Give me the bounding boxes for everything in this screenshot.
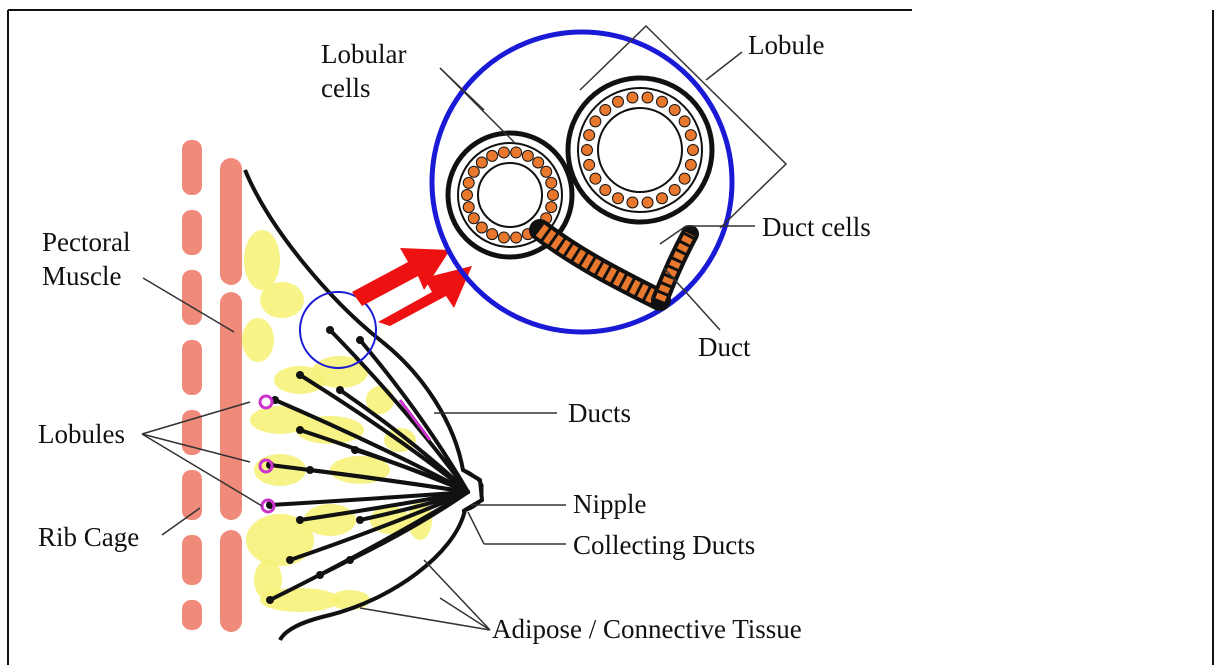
label-lobular-cells-line2: cells (321, 71, 370, 105)
duct-end (296, 426, 304, 434)
rib-segment (182, 140, 202, 195)
label-pectoral-muscle-line2: Muscle (42, 259, 121, 293)
lobular-cell (476, 222, 487, 233)
duct-end (326, 326, 334, 334)
duct-end (351, 446, 359, 454)
lobular-cell (600, 104, 611, 115)
label-pectoral-muscle-line1: Pectoral (42, 225, 130, 259)
lobular-cell (462, 190, 473, 201)
adipose-blob (246, 514, 314, 566)
lobular-cell (498, 147, 509, 158)
lobular-cell (463, 202, 474, 213)
lobular-cell (541, 166, 552, 177)
lobular-cell (679, 116, 690, 127)
rib-segment (182, 470, 202, 520)
rib-segment (182, 270, 202, 325)
lobular-cell (627, 197, 638, 208)
lobular-cell (685, 159, 696, 170)
lobular-cell (590, 173, 601, 184)
rib-segment (182, 210, 202, 255)
pectoral-muscle-shape (220, 158, 242, 632)
label-duct-cells: Duct cells (762, 210, 871, 244)
label-ducts: Ducts (568, 396, 631, 430)
label-collecting-ducts: Collecting Ducts (573, 528, 755, 562)
label-duct: Duct (698, 330, 750, 364)
lobule-lumen (478, 163, 542, 227)
lobular-cell (487, 150, 498, 161)
label-adipose-connective-tissue: Adipose / Connective Tissue (492, 612, 802, 646)
lobular-cell (548, 190, 559, 201)
lobular-cell (600, 185, 611, 196)
adipose-blob (244, 230, 280, 290)
duct-end (286, 556, 294, 564)
adipose-tissue-shape (242, 230, 432, 612)
lobule-lumen (598, 108, 682, 192)
duct-end (356, 516, 364, 524)
lobular-cell (669, 185, 680, 196)
lobular-cell (657, 96, 668, 107)
duct-end (306, 466, 314, 474)
lobular-cell (590, 116, 601, 127)
lobular-cell (679, 173, 690, 184)
lobular-cell (688, 145, 699, 156)
duct-end (356, 336, 364, 344)
label-lobular-cells-line1: Lobular (321, 37, 406, 71)
lobular-cell (546, 202, 557, 213)
small-lobule (260, 396, 272, 408)
lobular-cell (612, 193, 623, 204)
rib-segment (182, 600, 202, 630)
lobular-cell (468, 166, 479, 177)
lobular-cell (612, 96, 623, 107)
lobular-cell (642, 197, 653, 208)
lobular-cell (657, 193, 668, 204)
muscle-segment (220, 158, 242, 285)
lobular-cell (685, 130, 696, 141)
duct-end (296, 371, 304, 379)
lobular-cell (511, 232, 522, 243)
duct-end (266, 596, 274, 604)
label-lobules: Lobules (38, 417, 125, 451)
lobular-cell (546, 177, 557, 188)
adipose-blob (242, 318, 274, 362)
magnified-lobules (448, 78, 712, 300)
rib-segment (182, 340, 202, 395)
lobular-cell (669, 104, 680, 115)
lobular-cell (584, 130, 595, 141)
lobular-cell (533, 157, 544, 168)
rib-cage-shape (182, 140, 202, 630)
lobular-cell (642, 92, 653, 103)
duct-end (336, 386, 344, 394)
lobular-cell (584, 159, 595, 170)
duct-end (296, 516, 304, 524)
lobular-cell (582, 145, 593, 156)
lobular-cell (627, 92, 638, 103)
muscle-segment (220, 530, 242, 632)
adipose-blob (260, 282, 304, 318)
lobular-cell (463, 177, 474, 188)
label-rib-cage: Rib Cage (38, 520, 139, 554)
lobular-cell (476, 157, 487, 168)
lobular-cell (468, 213, 479, 224)
label-nipple: Nipple (573, 487, 647, 521)
rib-segment (182, 535, 202, 585)
label-lobule: Lobule (748, 28, 824, 62)
lobular-cell (498, 232, 509, 243)
lobular-cell (487, 229, 498, 240)
lobular-cell (511, 147, 522, 158)
lobular-cell (522, 150, 533, 161)
duct-end (346, 556, 354, 564)
